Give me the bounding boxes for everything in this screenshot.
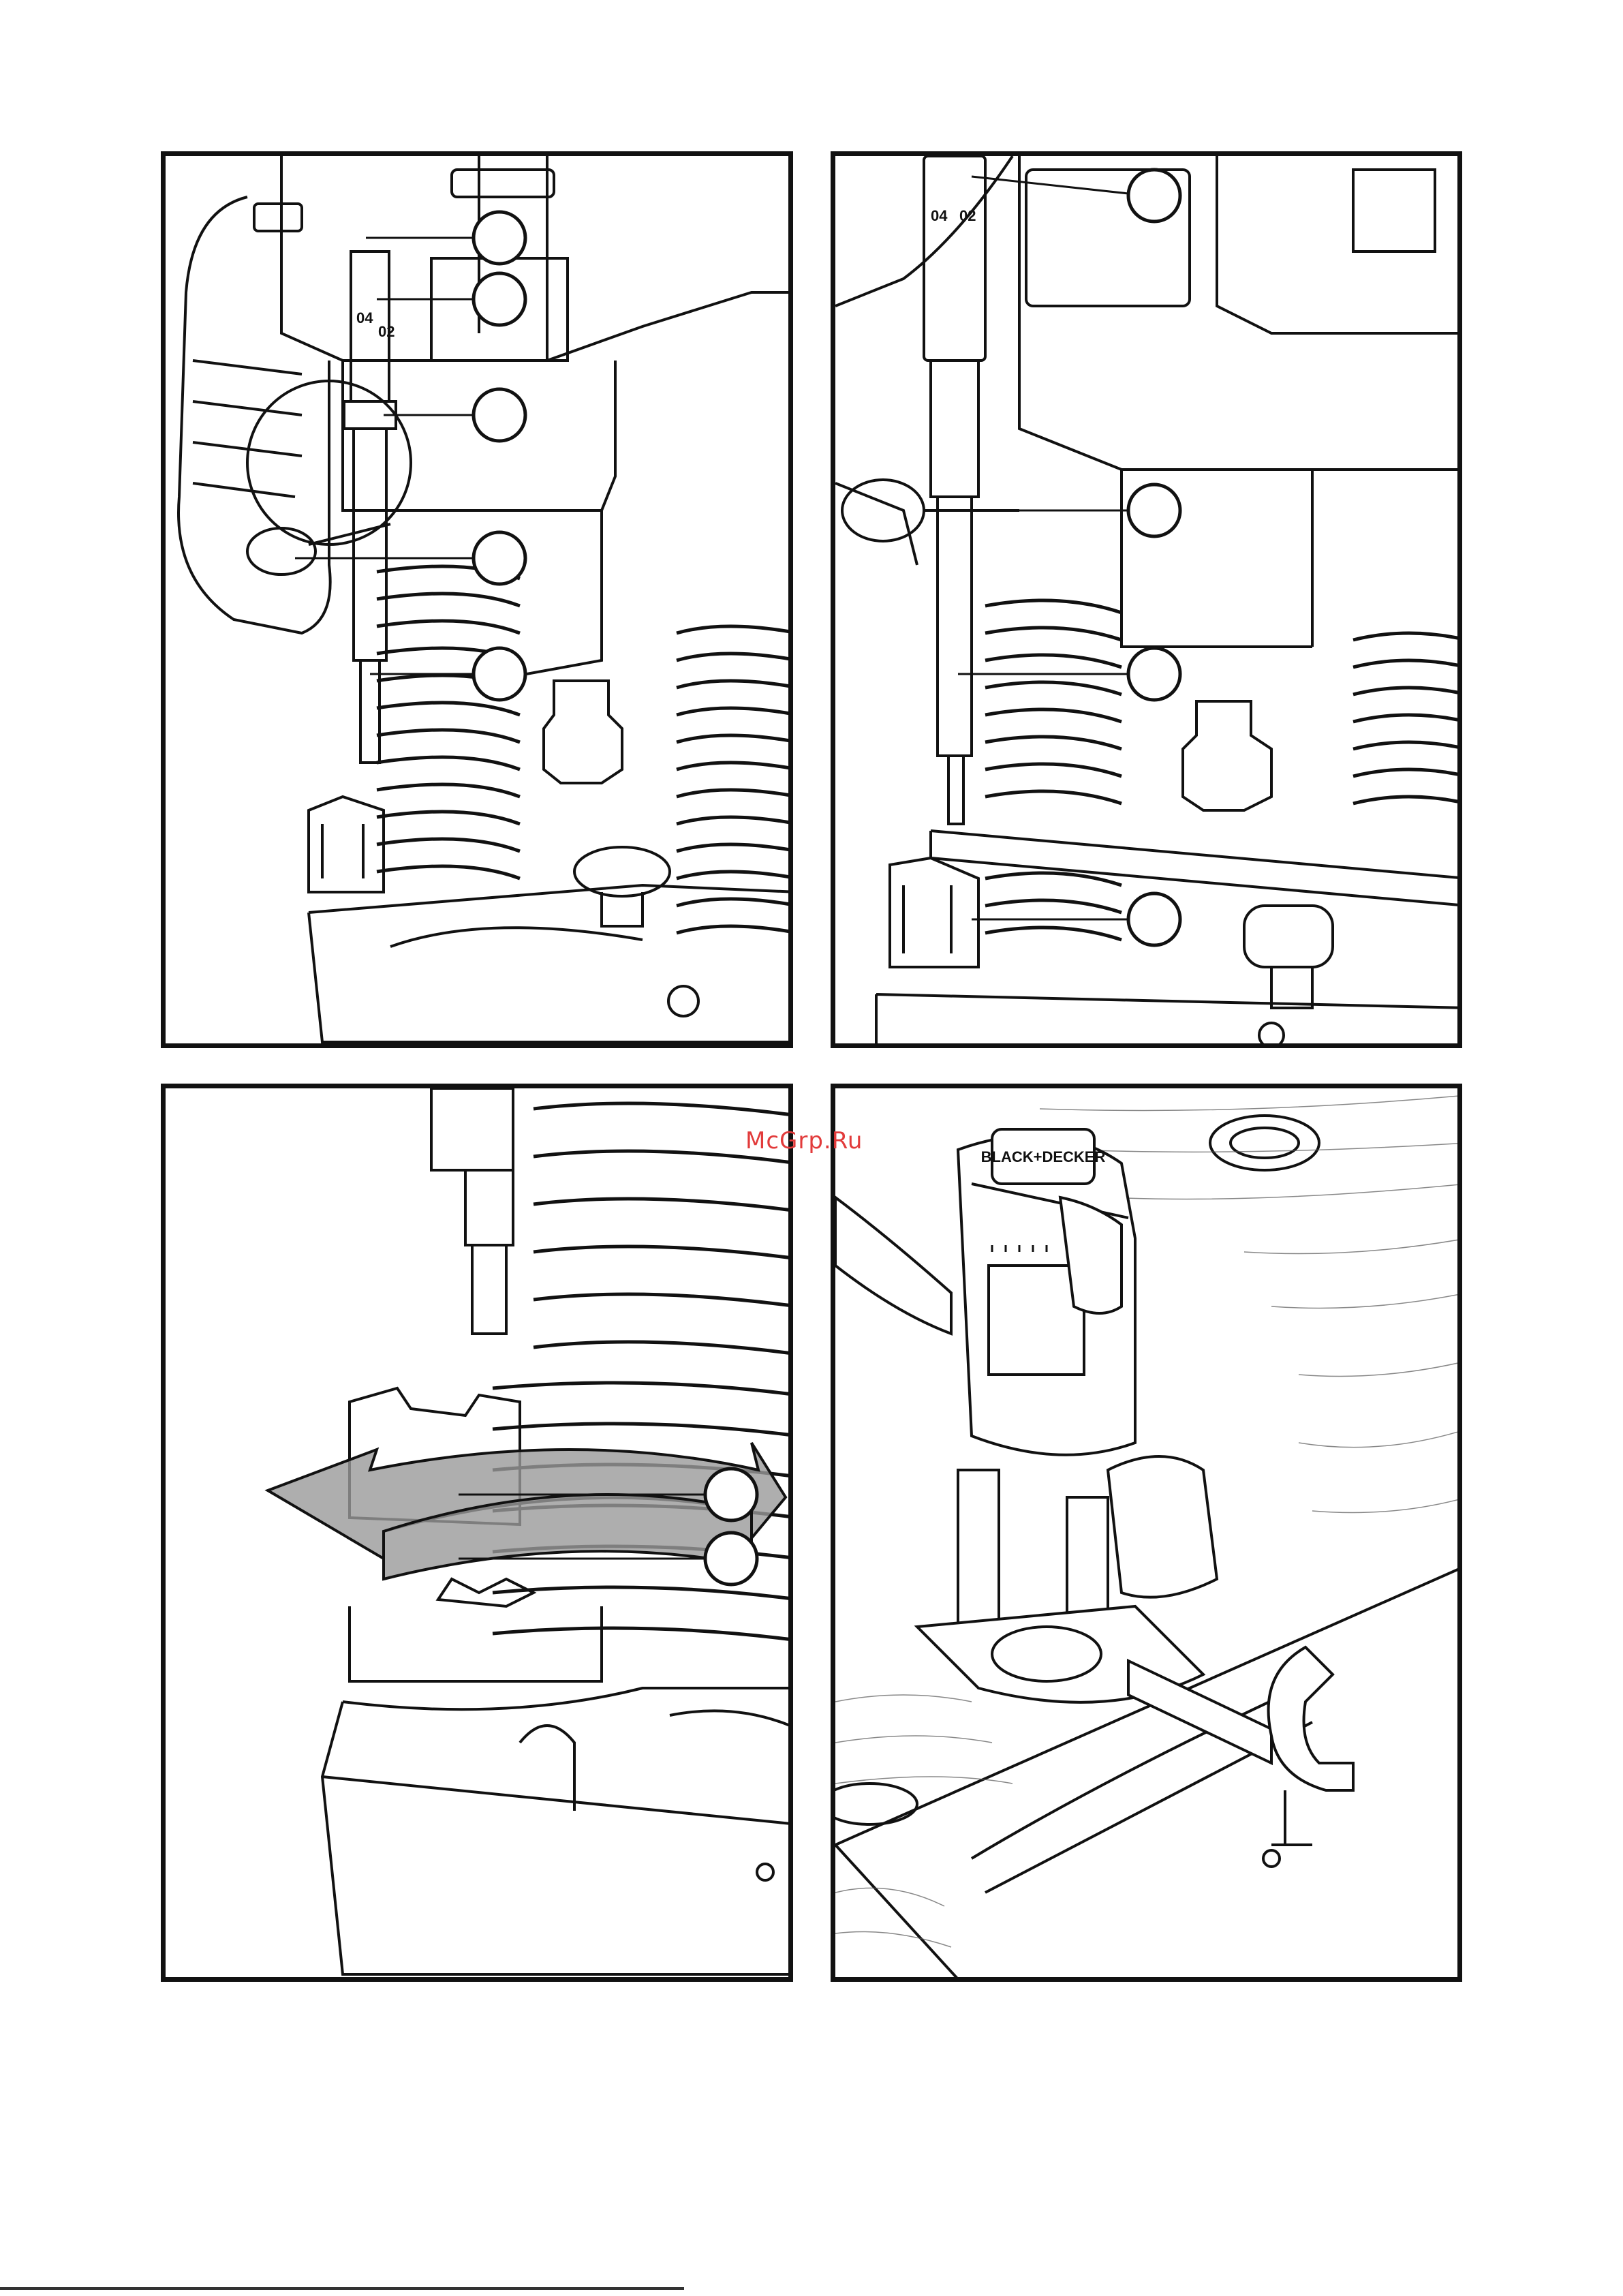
callout-circle (705, 1533, 757, 1585)
callout-circle (705, 1469, 757, 1520)
figure-panel-b: 04 02 (831, 151, 1462, 1048)
footer-rule (0, 2287, 684, 2290)
figure-panel-c (161, 1084, 793, 1982)
callout-circle (1128, 893, 1180, 945)
router-with-guide-clamp-illustration: BLACK+DECKER (835, 1088, 1462, 1982)
callout-circle (474, 389, 525, 441)
callout-circle (474, 212, 525, 264)
figure-panel-a: 04 02 (161, 151, 793, 1048)
router-depth-setting-illustration: 04 02 (835, 156, 1462, 1048)
scale-label-02: 02 (959, 207, 976, 224)
scale-label-02: 02 (378, 323, 395, 340)
callout-circle (474, 532, 525, 584)
callout-circle (1128, 170, 1180, 221)
callout-circle (474, 273, 525, 325)
router-depth-stop-illustration: 04 02 (166, 156, 793, 1048)
callout-circle (474, 648, 525, 700)
watermark-text: McGrp.Ru (745, 1127, 863, 1154)
brand-plate-label: BLACK+DECKER (981, 1148, 1106, 1165)
callout-circle (1128, 485, 1180, 536)
turret-stop-rotation-illustration (166, 1088, 793, 1982)
callout-circle (1128, 648, 1180, 700)
scale-label-04: 04 (931, 207, 948, 224)
scale-label-04: 04 (356, 309, 373, 326)
figure-panel-d: BLACK+DECKER (831, 1084, 1462, 1982)
